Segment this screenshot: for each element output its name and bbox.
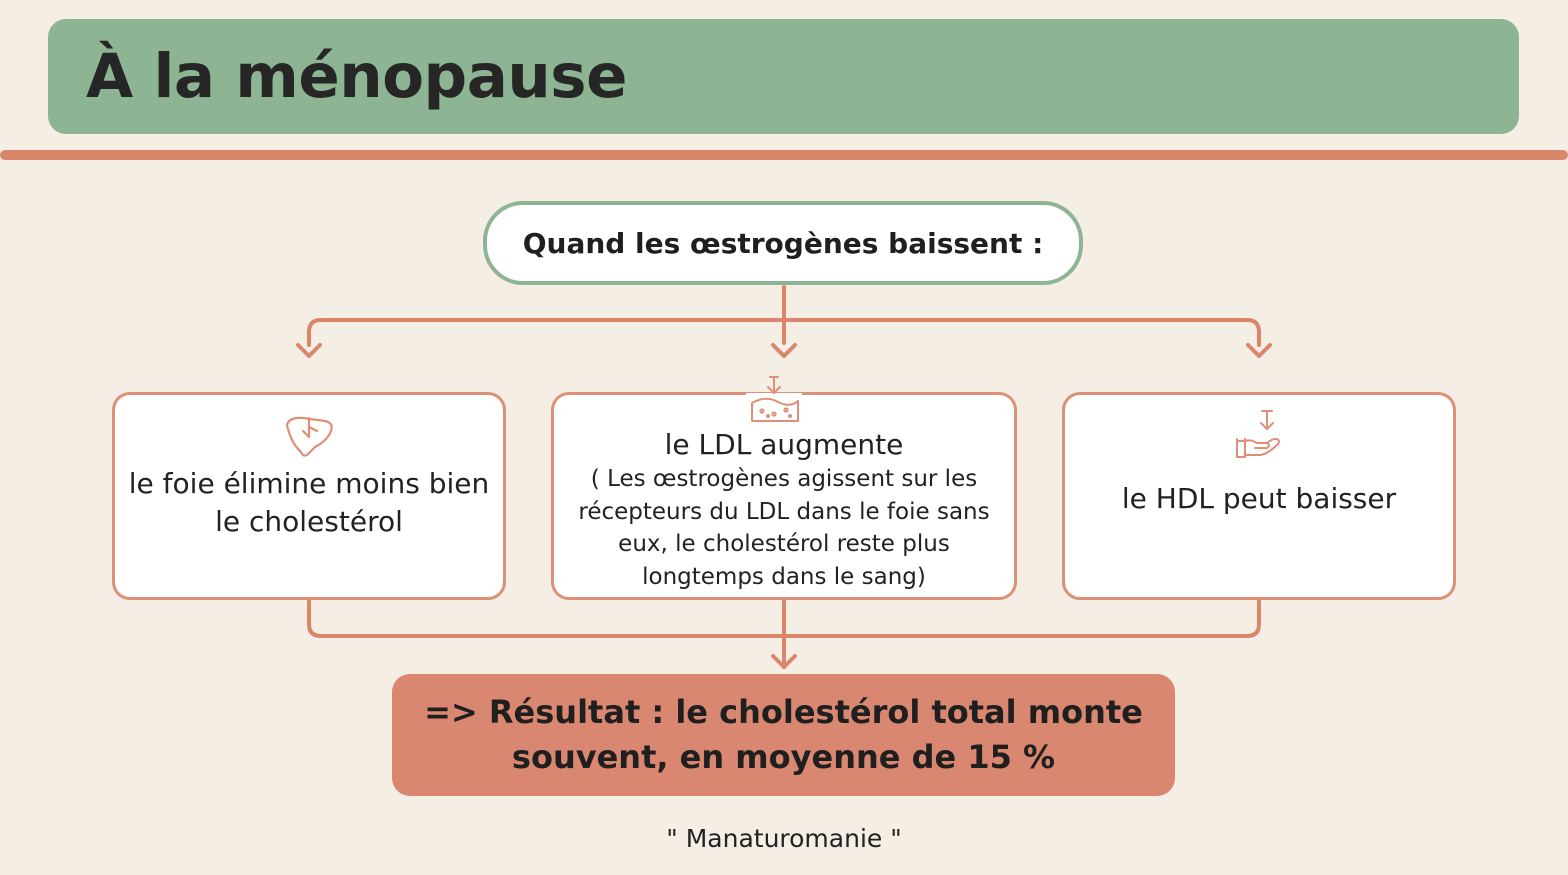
arrowhead-result xyxy=(771,654,797,669)
card-ldl-text: le LDL augmente xyxy=(664,428,904,461)
bottom-branch xyxy=(307,599,1261,638)
result-box: => Résultat : le cholestérol total monte… xyxy=(392,674,1175,796)
arrowhead-left xyxy=(296,343,322,358)
hand-down-arrow-icon xyxy=(1236,410,1280,458)
arrowhead-middle xyxy=(771,343,797,358)
card-ldl: le LDL augmente ( Les œstrogènes agissen… xyxy=(551,376,1017,600)
page-title: À la ménopause xyxy=(86,41,627,112)
trigger-text: Quand les œstrogènes baissent : xyxy=(522,226,1044,260)
card-liver: le foie élimine moins bien le cholestéro… xyxy=(112,392,506,600)
title-bar: À la ménopause xyxy=(48,19,1519,134)
blood-vessel-down-arrow-icon xyxy=(746,376,802,423)
top-branch xyxy=(307,318,1261,347)
card-liver-text: le foie élimine moins bien le cholestéro… xyxy=(128,467,490,538)
footer-credit: " Manaturomanie " xyxy=(666,824,902,853)
result-text: => Résultat : le cholestérol total monte… xyxy=(424,693,1143,776)
divider xyxy=(0,150,1568,160)
card-hdl: le HDL peut baisser xyxy=(1062,392,1456,600)
liver-icon xyxy=(285,416,333,457)
card-ldl-detail: ( Les œstrogènes agissent sur les récept… xyxy=(578,466,990,590)
arrowhead-right xyxy=(1246,343,1272,358)
card-hdl-text: le HDL peut baisser xyxy=(1121,482,1397,515)
trigger-node: Quand les œstrogènes baissent : xyxy=(483,201,1083,285)
